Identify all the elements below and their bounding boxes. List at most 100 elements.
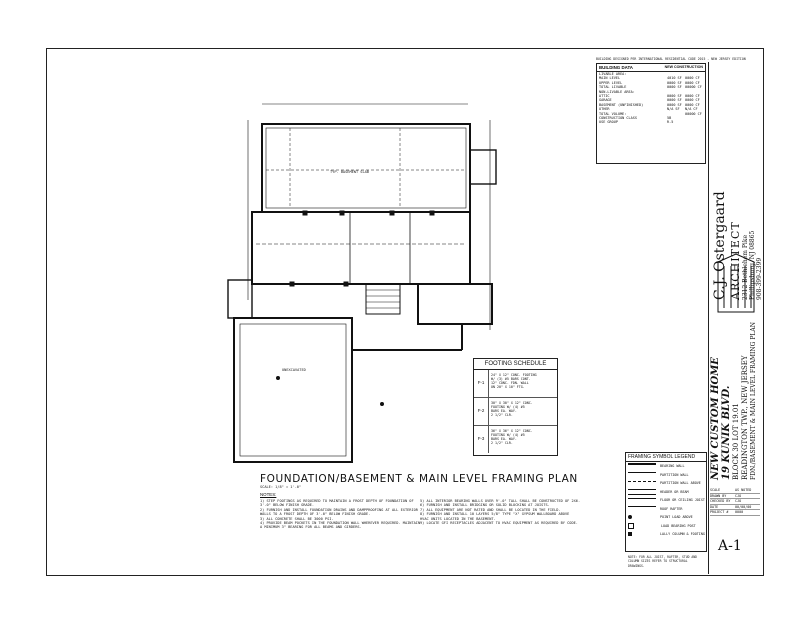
building-data-value-a: N/A SF [667, 107, 680, 112]
legend-label: LALLY COLUMN & FOOTING [660, 532, 705, 537]
footing-text-line: FOOTING W/ (4) #5 [491, 405, 525, 409]
legend-symbol-icon [628, 472, 656, 477]
spec-value: 00/00/00 [735, 504, 752, 509]
building-data-row: TOTAL VOLUME:00000 CF [597, 112, 705, 116]
note-line: HVAC UNITS LOCATED IN THE BASEMENT. [420, 516, 496, 521]
spec-key: SCALE [710, 488, 721, 492]
note-line: 7) ALL EQUIPMENT ARE NOT RATED AND SHALL… [420, 507, 561, 512]
spec-key: PROJECT # [710, 510, 729, 515]
building-data-value-a: R-5 [667, 120, 674, 125]
building-data-value-a: 5B [667, 116, 672, 121]
building-data-value-a: 0000 SF [667, 80, 682, 85]
building-data-label: BASEMENT (UNFINISHED) [599, 102, 644, 107]
legend-row: LOAD BEARING POST [626, 522, 706, 531]
building-data-value-b: N/A CF [685, 107, 698, 112]
spec-key: DRAWN BY [710, 493, 727, 498]
footing-id: F-3 [474, 426, 489, 453]
legend-symbol-icon [628, 532, 632, 537]
footing-schedule-title: FOOTING SCHEDULE [474, 359, 557, 370]
note-line: 1) STEP FOOTINGS AS REQUIRED TO MAINTAIN… [260, 499, 414, 503]
building-data-label: NON-LIVABLE AREA: [599, 89, 635, 94]
note-line: 2) FURNISH AND INSTALL FOUNDATION DRAINS… [260, 507, 418, 512]
legend-row: PARTITION WALL [626, 471, 706, 480]
note-line: 3) ALL CONCRETE SHALL BE 3000 PSI. [260, 516, 334, 521]
plan-scale: SCALE: 1/8" = 1'-0" [260, 485, 302, 489]
building-data-value-b: 0000 CF [685, 80, 700, 85]
building-data-label: USE GROUP [599, 120, 618, 125]
building-data-label: UPPER LEVEL [599, 80, 623, 85]
building-data-type: NEW CONSTRUCTION [664, 65, 703, 69]
building-data-label: TOTAL VOLUME: [599, 111, 627, 116]
building-data-label: ATTIC [599, 94, 610, 99]
footing-text-line: 36" X 36" X 12" CONC. [491, 429, 533, 433]
spec-row: PROJECT # 0000 [710, 510, 760, 516]
building-data-label: GARAGE [599, 98, 612, 103]
footing-text-line: 30" X 30" X 12" CONC. [491, 401, 533, 405]
building-data-label: OTHER [599, 107, 610, 112]
plan-title: FOUNDATION/BASEMENT & MAIN LEVEL FRAMING… [260, 473, 578, 485]
building-data-value-b: 0000 CF [685, 102, 700, 107]
building-data-header: BUILDING DATA NEW CONSTRUCTION [597, 64, 705, 72]
building-data-row: CONSTRUCTION CLASS 5B [597, 116, 705, 120]
building-data-value-a: 0000 SF [667, 85, 682, 90]
legend-row: FLOOR OR CEILING JOIST [626, 496, 706, 505]
room-label: TYP. BASEMENT SLAB [330, 170, 369, 174]
notes-right: 5) ALL INTERIOR BEARING WALLS OVER 9'-0"… [420, 499, 580, 525]
building-data-row: OTHER N/A SF N/A CF [597, 107, 705, 111]
spec-row: SCALE AS NOTED [710, 488, 760, 494]
legend-label: ROOF RAFTER [660, 506, 683, 511]
building-data-value-a: 4010 SF [667, 76, 682, 81]
basement-label: UNEXCAVATED [282, 368, 306, 372]
spec-key: DATE [710, 504, 719, 509]
legend-symbol-icon [628, 506, 656, 511]
building-data-title: BUILDING DATA [599, 65, 633, 70]
legend-label: PARTITION WALL ABOVE [660, 481, 701, 486]
spec-value: CJO [735, 499, 742, 504]
building-data-row: USE GROUP R-5 [597, 120, 705, 124]
note-line: 8) FURNISH AND INSTALL 10 LAYERS 5/8" TY… [420, 512, 570, 517]
building-data-label: CONSTRUCTION CLASS [599, 116, 637, 121]
building-data-label: TOTAL LIVABLE [599, 85, 627, 90]
notes-left: 1) STEP FOOTINGS AS REQUIRED TO MAINTAIN… [260, 499, 420, 530]
spec-row: DRAWN BY CJO [710, 494, 760, 500]
footing-text-line: 2 1/2" CLR. [491, 413, 513, 417]
project-line-4: READINGTON TWP., NEW JERSEY [741, 355, 749, 481]
legend-symbol-icon [628, 480, 656, 486]
footing-text-line: FOOTING W/ (4) #5 [491, 433, 525, 437]
code-note: BUILDING DESIGNED PER INTERNATIONAL RESI… [596, 57, 746, 61]
notes-heading: NOTES: [260, 492, 277, 497]
drawing-sheet [46, 48, 764, 576]
footing-text-line: BARS EA. WAY. [491, 437, 517, 441]
legend-symbol-icon [628, 463, 656, 469]
spec-value: 0000 [735, 510, 744, 515]
spec-value: AS NOTED [735, 488, 752, 492]
legend-label: POINT LOAD ABOVE [660, 515, 693, 520]
legend-label: LOAD BEARING POST [661, 523, 696, 528]
note-line: 5) ALL INTERIOR BEARING WALLS OVER 9'-0"… [420, 499, 581, 503]
building-data-subheader: LIVABLE AREA: [599, 72, 627, 76]
footing-text-line: 12" CONC. FDN. WALL [491, 381, 529, 385]
legend-symbol-icon [628, 497, 656, 503]
building-data-label: MAIN LEVEL [599, 76, 621, 81]
legend-label: HEADER OR BEAM [660, 489, 689, 494]
spec-value: CJO [735, 493, 742, 498]
building-data-value-a: 0000 SF [667, 94, 682, 99]
footing-id: F-2 [474, 398, 489, 425]
project-line-5: FDN./BASEMENT & MAIN LEVEL FRAMING PLAN [750, 322, 757, 480]
